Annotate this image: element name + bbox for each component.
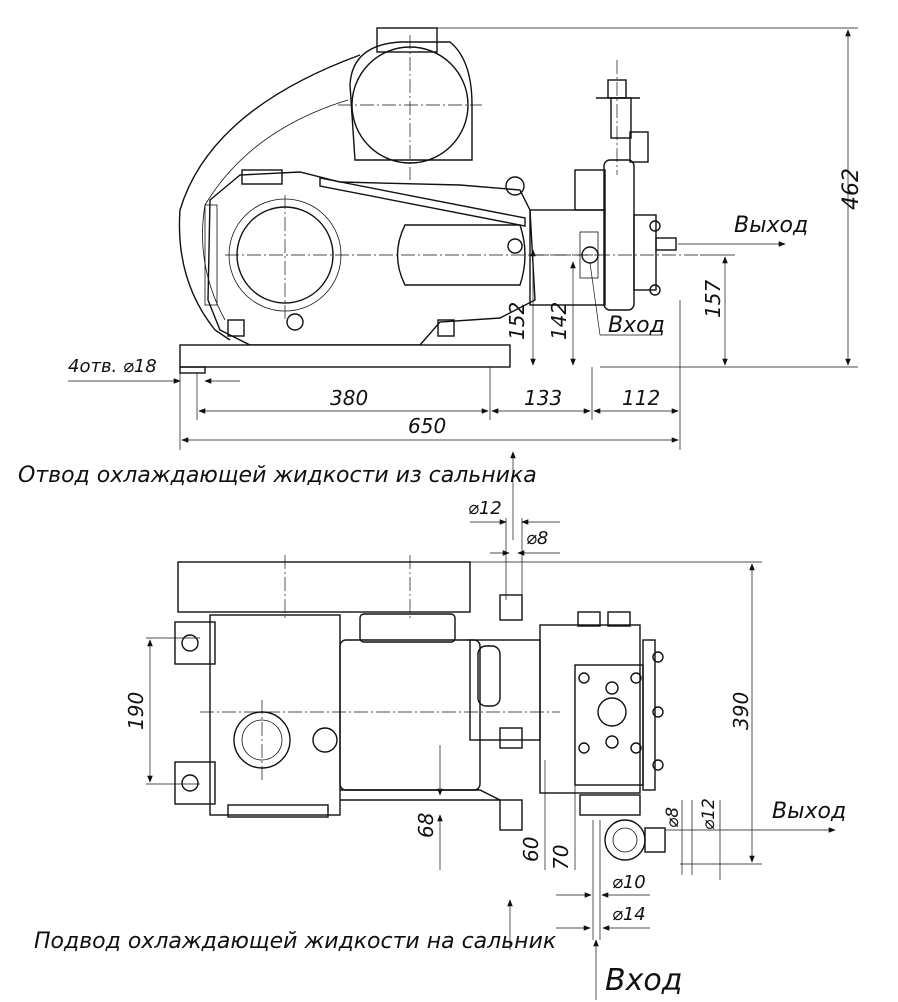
pump-frame	[207, 171, 536, 346]
dim-112: 112	[622, 386, 660, 410]
dia-12-top: ⌀12	[468, 498, 502, 519]
holes-note: 4отв. ⌀18	[68, 356, 157, 377]
motor-body	[349, 41, 473, 161]
drain-note: Отвод охлаждающей жидкости из сальника	[18, 463, 537, 488]
valve-block	[529, 209, 606, 306]
plan-gearbox	[339, 639, 481, 791]
dia-12-right: ⌀12	[699, 798, 719, 830]
belt-guard-outer	[178, 54, 361, 341]
dim-68: 68	[414, 813, 438, 838]
dia-8-top: ⌀8	[526, 528, 548, 549]
inlet-label-plan: Вход	[605, 963, 682, 998]
dim-390: 390	[729, 692, 753, 730]
plan-view: Отвод охлаждающей жидкости из сальника ⌀…	[18, 451, 846, 1000]
dia-10: ⌀10	[612, 872, 646, 893]
side-view: Выход 462 157 152 142 Вход 4отв. ⌀18 380…	[68, 27, 864, 450]
supply-note: Подвод охлаждающей жидкости на сальник	[34, 929, 557, 954]
outlet-label-plan: Выход	[772, 799, 846, 824]
valve-column	[603, 159, 635, 311]
dim-70: 70	[549, 845, 573, 870]
inlet-label-top: Вход	[608, 313, 665, 338]
dia-14: ⌀14	[612, 904, 646, 925]
dim-190: 190	[124, 692, 148, 730]
plan-pulley	[177, 561, 471, 613]
plan-inlet-valve	[604, 819, 646, 861]
dim-462: 462	[839, 168, 864, 210]
relief-valve	[610, 97, 632, 139]
dim-380: 380	[330, 386, 368, 410]
dim-142: 142	[547, 302, 571, 340]
plan-valve-block	[539, 624, 641, 794]
dim-152: 152	[505, 302, 529, 340]
dia-8-right: ⌀8	[663, 807, 683, 828]
dim-650: 650	[408, 414, 446, 438]
motor-top-box	[376, 27, 438, 53]
dim-157: 157	[701, 280, 725, 318]
outlet-label-top: Выход	[734, 213, 808, 238]
dim-60: 60	[519, 837, 543, 862]
dim-133: 133	[524, 386, 562, 410]
base-plate	[179, 344, 511, 368]
crosshead-slot	[396, 224, 526, 286]
cover-plate	[319, 177, 526, 227]
